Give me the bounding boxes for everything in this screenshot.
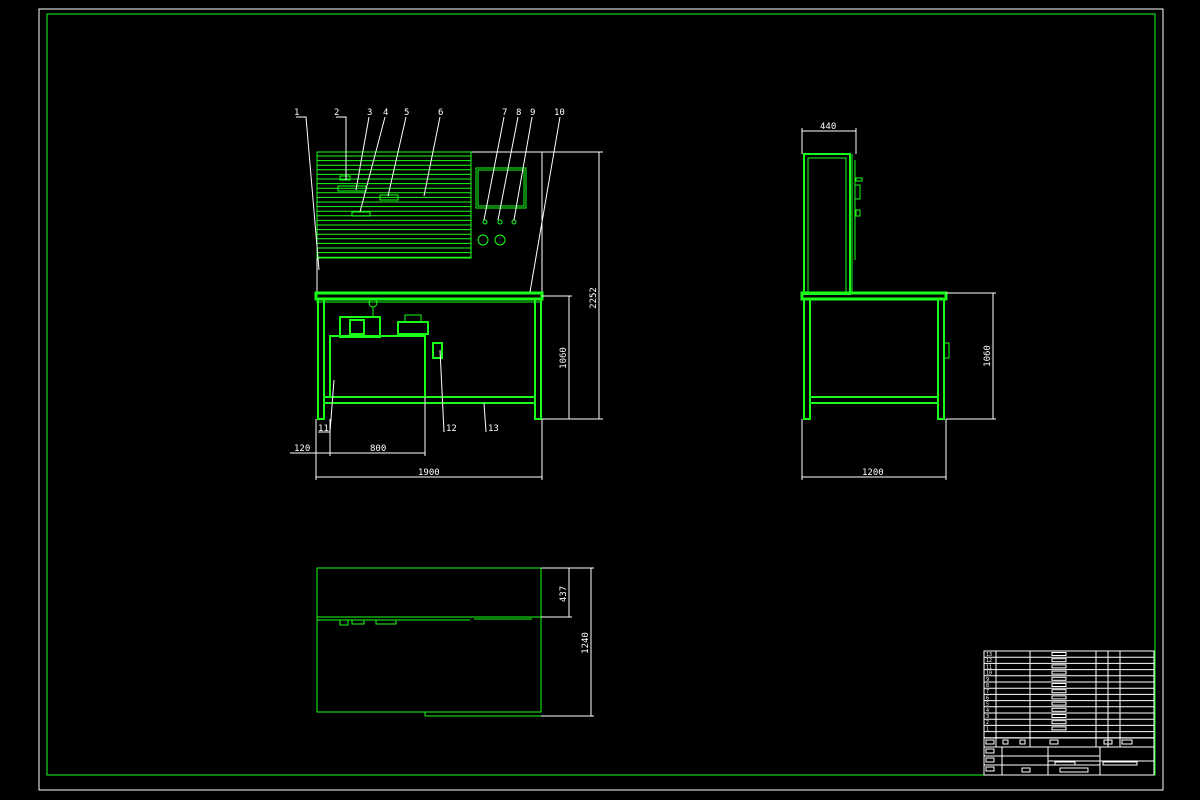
part-label-9: 9 — [530, 108, 535, 118]
front-knob-2 — [497, 219, 503, 225]
bom-name-mark — [1051, 670, 1067, 675]
part-label-2: 2 — [334, 108, 339, 118]
bom-name-mark — [1051, 658, 1067, 663]
sheet-inner-border — [46, 13, 1156, 776]
front-louver-panel — [316, 151, 472, 259]
bom-item-number: 3 — [986, 714, 989, 720]
bom-name-mark — [1051, 695, 1067, 700]
side-back-leg — [937, 298, 945, 420]
bom-item-number: 6 — [986, 695, 989, 701]
dim-1200: 1200 — [862, 468, 884, 478]
side-front-leg — [803, 298, 811, 420]
front-motor-pump — [339, 298, 381, 338]
bom-name-mark — [1051, 683, 1067, 687]
bom-item-number: 2 — [986, 720, 989, 726]
dim-1900: 1900 — [418, 468, 440, 478]
bom-name-mark — [1051, 720, 1067, 725]
part-label-4: 4 — [383, 108, 388, 118]
part-label-3: 3 — [367, 108, 372, 118]
bom-name-mark — [1051, 714, 1067, 718]
top-view: 437 1240 — [316, 567, 594, 717]
side-upper-cabinet — [803, 153, 851, 295]
bom-name-mark — [1051, 664, 1067, 669]
bom-item-number: 7 — [986, 689, 989, 695]
front-left-leg — [317, 298, 325, 420]
bom-item-number: 13 — [986, 652, 992, 658]
front-right-leg — [534, 298, 542, 420]
dim-2252: 2252 — [589, 287, 599, 309]
dim-1240: 1240 — [581, 632, 591, 654]
part-label-11: 11 — [318, 424, 329, 434]
part-label-7: 7 — [502, 108, 507, 118]
dim-120: 120 — [294, 444, 310, 454]
bom-name-mark — [1051, 726, 1067, 731]
bom-item-number: 1 — [986, 726, 989, 732]
front-bottom-rail — [323, 396, 536, 404]
bom-item-number: 8 — [986, 683, 989, 689]
bom-name-mark — [1051, 707, 1067, 712]
front-gauge-2 — [494, 234, 506, 246]
front-tabletop — [314, 291, 544, 301]
part-label-8: 8 — [516, 108, 521, 118]
side-view: 440 1060 1200 — [800, 122, 996, 480]
bom-name-mark — [1051, 701, 1067, 706]
bom-name-mark — [1051, 652, 1067, 656]
dim-1060-side: 1060 — [983, 345, 993, 367]
front-lower-cabinet — [329, 335, 426, 398]
bom-item-number: 10 — [986, 671, 992, 677]
part-label-5: 5 — [404, 108, 409, 118]
bom-name-mark — [1051, 676, 1067, 681]
front-view: 2252 1060 120 800 1900 1 2 3 4 5 6 7 8 9 — [290, 108, 603, 480]
bom-item-number: 11 — [986, 664, 992, 670]
part-label-13: 13 — [488, 424, 499, 434]
side-bottom-rail — [809, 396, 939, 404]
bom-item-number: 12 — [986, 658, 992, 664]
bom-item-number: 4 — [986, 708, 989, 714]
part-label-12: 12 — [446, 424, 457, 434]
front-upper-panel — [316, 151, 543, 294]
dim-440: 440 — [820, 122, 836, 132]
bom-name-mark — [1051, 689, 1067, 694]
sheet-outer-border — [38, 8, 1164, 791]
front-knob-3 — [511, 219, 517, 225]
bom-item-number: 9 — [986, 677, 989, 683]
front-knob-1 — [482, 219, 488, 225]
front-display-window — [475, 167, 527, 209]
side-tabletop — [800, 291, 948, 301]
bom-item-number: 5 — [986, 702, 989, 708]
front-tool-block — [397, 314, 429, 335]
part-label-1: 1 — [294, 108, 299, 118]
part-label-6: 6 — [438, 108, 443, 118]
dim-437: 437 — [559, 586, 569, 602]
callout-leaders — [296, 116, 561, 433]
side-handle — [943, 342, 950, 359]
top-outline — [316, 567, 542, 713]
dim-1060-front: 1060 — [559, 347, 569, 369]
dim-800: 800 — [370, 444, 386, 454]
front-handle — [432, 342, 443, 359]
part-label-10: 10 — [554, 108, 565, 118]
front-gauge-1 — [477, 234, 489, 246]
front-dimensions — [290, 151, 603, 480]
